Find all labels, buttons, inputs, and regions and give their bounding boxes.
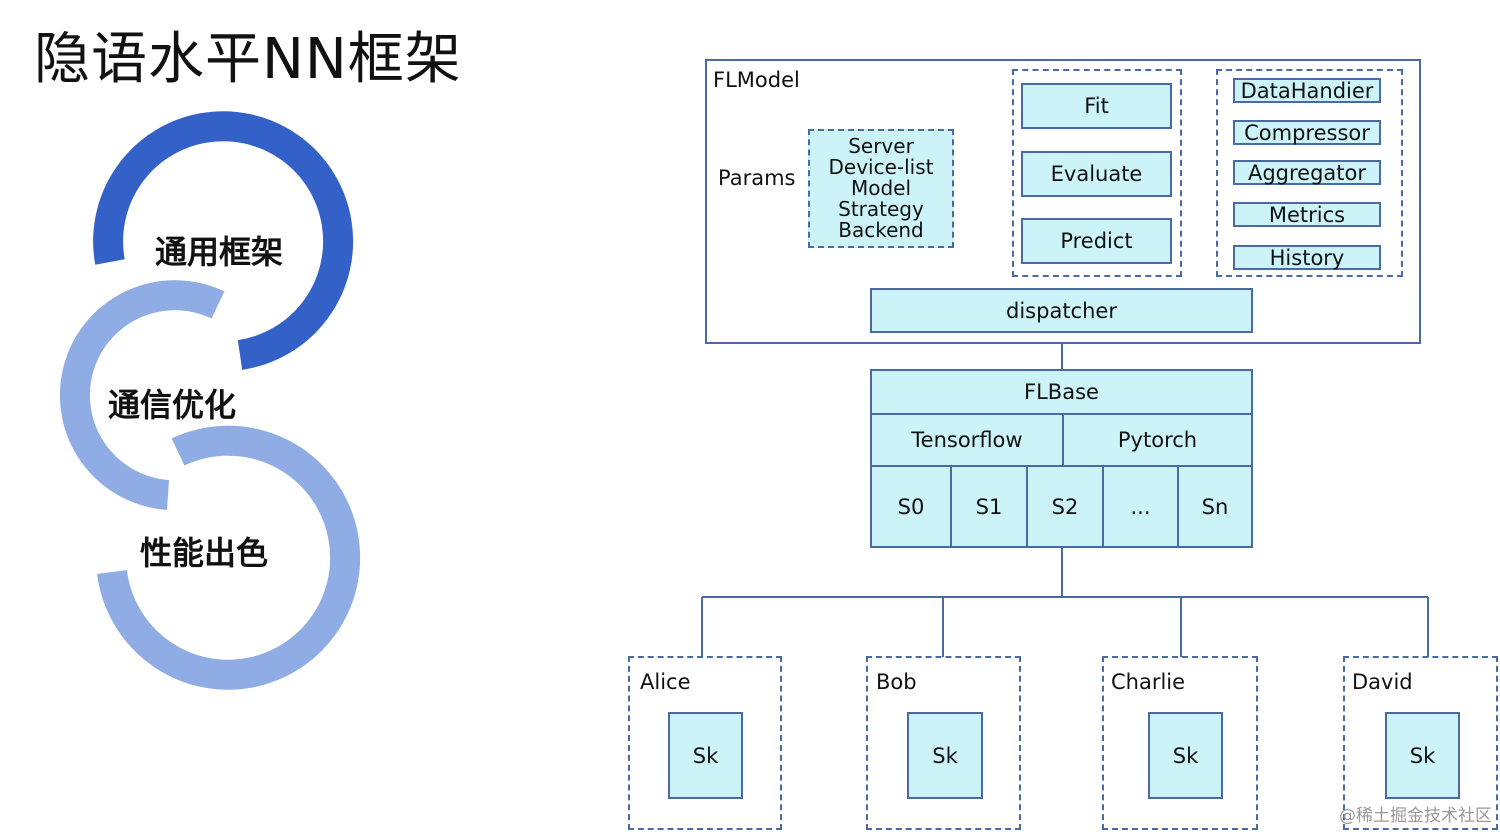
- params-label: Params: [718, 166, 796, 190]
- aggregator-box: Aggregator: [1233, 160, 1381, 185]
- feature-label-performance: 性能出色: [140, 534, 269, 572]
- party-bob-sk: Sk: [907, 712, 983, 799]
- party-bob: [866, 656, 1021, 830]
- slot-s0: S0: [872, 467, 952, 546]
- party-alice-label: Alice: [640, 670, 691, 694]
- party-david: [1343, 656, 1498, 830]
- party-charlie-label: Charlie: [1111, 670, 1186, 694]
- ring-middle: [59, 280, 225, 510]
- framework-tensorflow: Tensorflow: [872, 415, 1064, 467]
- history-box: History: [1233, 245, 1381, 270]
- slot-sn: Sn: [1201, 494, 1229, 519]
- feature-label-communication: 通信优化: [108, 386, 237, 424]
- param-backend: Backend: [838, 218, 924, 242]
- param-strategy: Strategy: [838, 197, 924, 221]
- metrics-box: Metrics: [1233, 202, 1381, 227]
- components-group: [1216, 69, 1403, 277]
- slot-s2: S2: [1028, 467, 1104, 546]
- ring-top: [93, 111, 354, 370]
- fit-box: Fit: [1021, 83, 1172, 129]
- params-box: Server Device-list Model Strategy Backen…: [808, 129, 954, 248]
- party-charlie: [1102, 656, 1258, 830]
- slot-ellipsis: ...: [1104, 467, 1179, 546]
- predict-box: Predict: [1021, 218, 1172, 264]
- param-server: Server: [848, 134, 914, 158]
- flbase-header: FLBase: [872, 371, 1251, 415]
- flmodel-label: FLModel: [713, 68, 800, 92]
- party-alice: [628, 656, 782, 830]
- feature-rings-graphic: [59, 111, 361, 690]
- flmodel-frame: [705, 59, 1421, 344]
- page-title: 隐语水平NN框架: [34, 27, 462, 92]
- ring-bottom: [97, 425, 361, 690]
- party-alice-sk: Sk: [668, 712, 743, 799]
- party-bob-label: Bob: [876, 670, 917, 694]
- slot-s1: S1: [952, 467, 1028, 546]
- party-charlie-sk: Sk: [1148, 712, 1223, 799]
- party-david-label: David: [1352, 670, 1413, 694]
- compressor-box: Compressor: [1233, 120, 1381, 145]
- methods-group: [1012, 69, 1182, 277]
- feature-label-general: 通用框架: [155, 233, 284, 271]
- evaluate-box: Evaluate: [1021, 151, 1172, 197]
- flbase-box: FLBase Tensorflow Pytorch S0 S1 S2 ... S…: [870, 369, 1253, 548]
- party-david-sk: Sk: [1385, 712, 1460, 799]
- watermark-text: @稀土掘金技术社区: [1339, 806, 1492, 826]
- framework-pytorch: Pytorch: [1064, 415, 1251, 467]
- datahandler-box: DataHandier: [1233, 78, 1381, 103]
- dispatcher-box: dispatcher: [870, 288, 1253, 333]
- param-device-list: Device-list: [828, 155, 934, 179]
- param-model: Model: [850, 176, 912, 200]
